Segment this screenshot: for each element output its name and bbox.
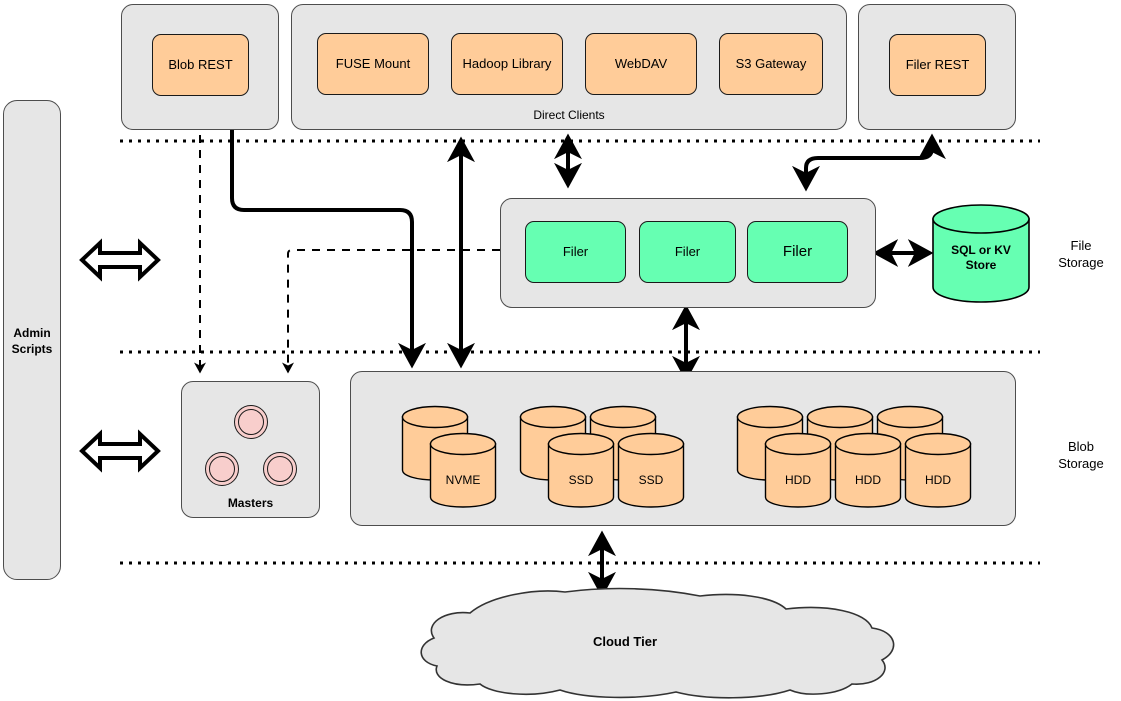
filer-node-1[interactable]: Filer	[525, 221, 626, 283]
cloud-tier-label: Cloud Tier	[592, 634, 658, 649]
admin-scripts-label-line2: Scripts	[11, 342, 53, 356]
volume-cylinder-ssd-front-2[interactable]: SSD	[617, 432, 685, 509]
volume-label-hdd-3: HDD	[925, 473, 951, 487]
filer-node-2[interactable]: Filer	[639, 221, 736, 283]
filer-group: Filer Filer Filer	[500, 198, 876, 308]
file-storage-tier-label-line2: Storage	[1058, 255, 1104, 270]
filer-node-3[interactable]: Filer	[747, 221, 848, 283]
volume-cylinder-hdd-front-1[interactable]: HDD	[764, 432, 832, 509]
s3-gateway-node[interactable]: S3 Gateway	[719, 33, 823, 95]
file-storage-tier-label-line1: File	[1070, 238, 1092, 253]
volume-label-ssd-2: SSD	[638, 473, 664, 487]
admin-scripts-panel[interactable]: Admin Scripts	[3, 100, 61, 580]
volume-cylinder-nvme-front[interactable]: NVME	[429, 432, 497, 509]
hadoop-library-node[interactable]: Hadoop Library	[451, 33, 563, 95]
volume-label-ssd-1: SSD	[568, 473, 594, 487]
solid-connector-filerrest-filers	[792, 133, 946, 192]
volume-cylinder-hdd-front-2[interactable]: HDD	[834, 432, 902, 509]
volume-cylinder-ssd-front-1[interactable]: SSD	[547, 432, 615, 509]
master-disk-2	[205, 452, 239, 486]
direct-clients-caption: Direct Clients	[533, 108, 605, 122]
metastore-cylinder[interactable]: SQL or KV Store	[930, 202, 1032, 304]
volume-label-hdd-2: HDD	[855, 473, 881, 487]
volume-label-nvme: NVME	[445, 473, 481, 487]
volume-label-hdd-1: HDD	[785, 473, 811, 487]
master-disk-3	[263, 452, 297, 486]
filer-rest-node[interactable]: Filer REST	[889, 34, 986, 96]
admin-scripts-label-line1: Admin	[13, 326, 51, 340]
masters-caption: Masters	[227, 496, 274, 510]
blob-rest-node[interactable]: Blob REST	[152, 34, 249, 96]
direct-clients-group: FUSE Mount Hadoop Library WebDAV S3 Gate…	[291, 4, 847, 130]
volume-cylinder-hdd-front-3[interactable]: HDD	[904, 432, 972, 509]
admin-arrow-file-storage	[79, 238, 161, 282]
blob-rest-group: Blob REST	[121, 4, 279, 130]
blob-storage-tier-label-line2: Storage	[1058, 456, 1104, 471]
metastore-label-line1: SQL or KV	[951, 243, 1011, 257]
master-disk-1	[234, 405, 268, 439]
volume-servers-group: NVME SSD SSD	[350, 371, 1016, 526]
blob-storage-tier-label-line1: Blob	[1067, 439, 1095, 454]
fuse-mount-node[interactable]: FUSE Mount	[317, 33, 429, 95]
masters-group: Masters	[181, 381, 320, 518]
metastore-label-line2: Store	[965, 258, 997, 272]
admin-arrow-blob-storage	[79, 429, 161, 473]
dashed-connector-filer-masters	[282, 249, 500, 374]
filer-rest-group: Filer REST	[858, 4, 1016, 130]
webdav-node[interactable]: WebDAV	[585, 33, 697, 95]
solid-connector-blobrest-volumes	[230, 130, 426, 369]
cloud-tier-shape	[420, 587, 895, 699]
